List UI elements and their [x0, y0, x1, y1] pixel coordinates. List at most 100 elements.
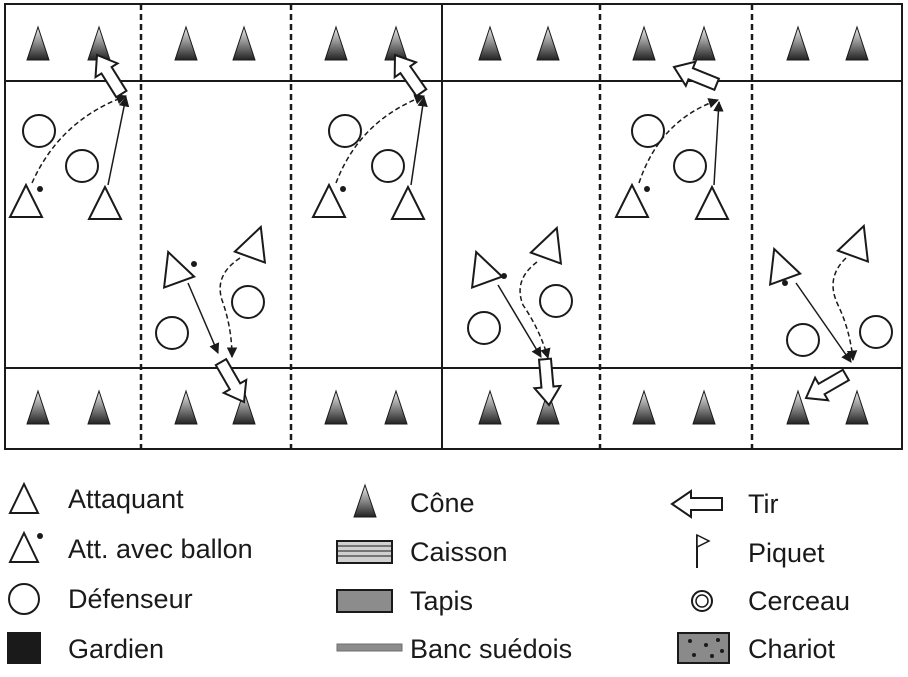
- cone-icon: [845, 390, 869, 425]
- defender-icon: [859, 315, 893, 349]
- attacker-icon: [233, 220, 277, 264]
- cone-icon: [478, 26, 502, 61]
- box-icon: [336, 540, 393, 564]
- legend-label: Tir: [748, 489, 778, 519]
- cone-icon: [87, 390, 111, 425]
- defender-icon: [673, 149, 707, 183]
- defender-icon: [539, 284, 573, 318]
- legend-item-banc: Banc suédois: [336, 634, 572, 664]
- shot-arrow-icon: [531, 357, 563, 408]
- legend-item-cone: Cône: [353, 483, 475, 518]
- shot-arrow-icon: [670, 489, 723, 519]
- legend-item-chariot: Chariot: [677, 632, 836, 664]
- shot-arrow-icon: [668, 53, 723, 98]
- attacker-ball-icon: [615, 184, 649, 218]
- ball-icon: [644, 186, 650, 192]
- legend-item-tapis: Tapis: [336, 586, 473, 616]
- bench-icon: [336, 643, 403, 652]
- legend-item-cerceau: Cerceau: [691, 586, 850, 616]
- defender-icon: [786, 323, 820, 357]
- legend-label: Gardien: [68, 634, 164, 664]
- legend-label: Attaquant: [68, 484, 184, 514]
- defender-icon: [631, 114, 665, 148]
- legend-item-tir: Tir: [670, 489, 778, 519]
- legend-label: Tapis: [410, 586, 473, 616]
- ball-icon: [37, 533, 43, 539]
- lane-3-play: [312, 46, 434, 220]
- cone-icon: [786, 26, 810, 61]
- attacker-icon: [88, 186, 122, 220]
- legend-label: Cône: [410, 488, 475, 518]
- shot-arrow-icon: [798, 362, 854, 411]
- cone-icon: [536, 26, 560, 61]
- mat-icon: [336, 589, 393, 613]
- lane-5-play: [615, 53, 729, 220]
- attacker-ball-icon: [152, 245, 196, 289]
- cone-icon: [174, 26, 198, 61]
- cone-icon: [692, 26, 716, 61]
- cones-top: [26, 26, 869, 61]
- legend-item-piquet: Piquet: [696, 533, 825, 568]
- defender-icon: [155, 316, 189, 350]
- shot-arrow-icon: [208, 354, 257, 410]
- legend-item-attaquant: Attaquant: [8, 481, 184, 514]
- cones-bottom: [26, 390, 869, 425]
- legend-item-att-ballon: Att. avec ballon: [8, 530, 253, 564]
- ball-icon: [340, 186, 346, 192]
- attacker-icon: [529, 221, 573, 265]
- hoop-icon: [691, 590, 713, 612]
- attacker-ball-icon: [460, 245, 504, 289]
- defender-icon: [65, 149, 99, 183]
- lane-4-play: [460, 221, 573, 408]
- legend-label: Caisson: [410, 537, 508, 567]
- lane-1-play: [9, 47, 134, 220]
- attacker-ball-icon: [8, 530, 40, 563]
- cone-icon: [632, 26, 656, 61]
- lane-2-play: [152, 220, 277, 410]
- defender-icon: [8, 583, 40, 615]
- legend-item-caisson: Caisson: [336, 537, 508, 567]
- ball-icon: [191, 261, 197, 267]
- legend-label: Piquet: [748, 538, 825, 568]
- legend-label: Chariot: [748, 634, 836, 664]
- attacker-icon: [695, 186, 729, 220]
- cone-icon: [692, 390, 716, 425]
- ball-icon: [37, 186, 43, 192]
- legend: Attaquant Att. avec ballon Défenseur Gar…: [7, 481, 850, 664]
- ball-icon: [501, 273, 507, 279]
- goalkeeper-icon: [7, 632, 41, 664]
- cone-icon: [232, 26, 256, 61]
- cone-icon: [353, 483, 377, 518]
- lane-dividers: [139, 4, 754, 449]
- attacker-icon: [391, 186, 425, 220]
- defender-icon: [467, 311, 501, 345]
- defender-icon: [231, 285, 265, 319]
- ball-icon: [782, 280, 788, 286]
- cone-icon: [26, 26, 50, 61]
- defender-icon: [371, 149, 405, 183]
- attacker-icon: [836, 219, 880, 263]
- attacker-ball-icon: [758, 242, 802, 286]
- cone-icon: [845, 26, 869, 61]
- cone-icon: [478, 390, 502, 425]
- cone-icon: [324, 26, 348, 61]
- defender-icon: [22, 114, 56, 148]
- legend-label: Défenseur: [68, 584, 193, 614]
- legend-label: Att. avec ballon: [68, 534, 253, 564]
- cone-icon: [384, 390, 408, 425]
- cone-icon: [786, 390, 810, 425]
- legend-label: Cerceau: [748, 586, 850, 616]
- field-outline: [4, 3, 903, 450]
- legend-item-defenseur: Défenseur: [8, 583, 193, 615]
- legend-label: Banc suédois: [410, 634, 572, 664]
- legend-item-gardien: Gardien: [7, 632, 164, 664]
- defender-icon: [328, 114, 362, 148]
- cart-icon: [677, 632, 730, 664]
- cone-icon: [174, 390, 198, 425]
- lane-6-play: [758, 219, 893, 411]
- attacker-icon: [8, 481, 40, 514]
- cone-icon: [632, 390, 656, 425]
- cone-icon: [324, 390, 348, 425]
- pole-icon: [696, 533, 711, 568]
